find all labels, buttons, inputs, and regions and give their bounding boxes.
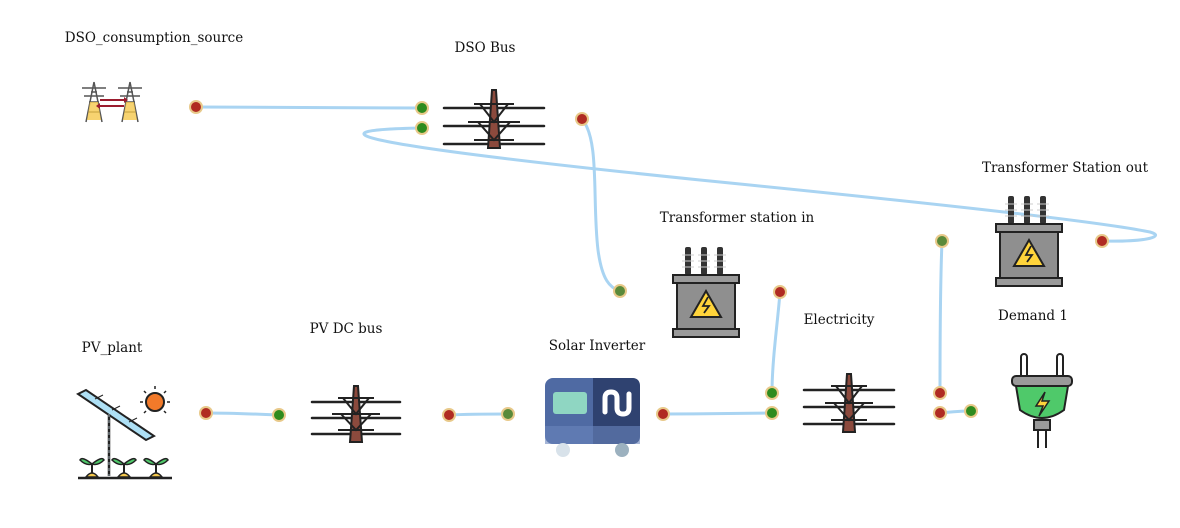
port-pv-plant-out[interactable] xyxy=(199,406,213,420)
port-pv-dc-bus-in[interactable] xyxy=(272,408,286,422)
edge-dso-source-to-dso-bus[interactable] xyxy=(194,105,424,110)
port-electricity-out-2[interactable] xyxy=(933,406,947,420)
transformer-icon[interactable] xyxy=(995,196,1063,287)
edge-dso-bus-to-solar-inverter[interactable] xyxy=(580,117,622,293)
edge-pv-dc-bus-to-inverter[interactable] xyxy=(447,412,510,417)
transmission-towers-icon[interactable] xyxy=(82,81,142,123)
port-transformer-out-in[interactable] xyxy=(935,234,949,248)
port-transformer-in-in[interactable] xyxy=(613,284,627,298)
electric-plug-icon[interactable] xyxy=(1011,353,1073,448)
port-pv-dc-bus-out[interactable] xyxy=(442,408,456,422)
node-label-transformer-station-out: Transformer Station out xyxy=(981,160,1149,176)
port-inverter-in[interactable] xyxy=(501,407,515,421)
port-transformer-in-out[interactable] xyxy=(773,285,787,299)
port-dso-bus-in-1[interactable] xyxy=(415,101,429,115)
node-label-dso-consumption-source: DSO_consumption_source xyxy=(64,30,244,46)
port-demand-in[interactable] xyxy=(964,404,978,418)
port-dso-bus-in-2[interactable] xyxy=(415,121,429,135)
power-pylon-icon[interactable] xyxy=(310,385,402,443)
port-electricity-in-1[interactable] xyxy=(765,386,779,400)
ports xyxy=(189,100,1109,422)
edge-transformer-in-to-electricity[interactable] xyxy=(770,290,782,395)
port-electricity-out-1[interactable] xyxy=(933,386,947,400)
node-label-pv-dc-bus: PV DC bus xyxy=(309,321,383,337)
port-inverter-out[interactable] xyxy=(656,407,670,421)
edge-dso-bus-to-transformer-out[interactable] xyxy=(362,126,1158,243)
node-label-pv-plant: PV_plant xyxy=(81,340,143,356)
edge-transformer-out-to-electricity[interactable] xyxy=(938,239,944,395)
power-pylon-icon[interactable] xyxy=(442,89,546,149)
port-dso-bus-out[interactable] xyxy=(575,112,589,126)
power-pylon-icon[interactable] xyxy=(802,373,896,433)
solar-panel-icon[interactable] xyxy=(76,386,172,480)
node-label-dso-bus: DSO Bus xyxy=(454,40,516,56)
node-label-demand-1: Demand 1 xyxy=(998,308,1068,324)
port-dso-source-out[interactable] xyxy=(189,100,203,114)
port-transformer-out-out[interactable] xyxy=(1095,234,1109,248)
port-electricity-in-2[interactable] xyxy=(765,406,779,420)
node-label-solar-inverter: Solar Inverter xyxy=(548,338,646,354)
edge-pv-plant-to-pv-dc-bus[interactable] xyxy=(204,411,281,417)
node-label-electricity: Electricity xyxy=(803,312,875,328)
edge-inverter-to-electricity[interactable] xyxy=(661,411,774,416)
transformer-icon[interactable] xyxy=(672,247,740,338)
inverter-icon[interactable] xyxy=(545,378,640,457)
node-label-transformer-station-in: Transformer station in xyxy=(659,210,815,226)
